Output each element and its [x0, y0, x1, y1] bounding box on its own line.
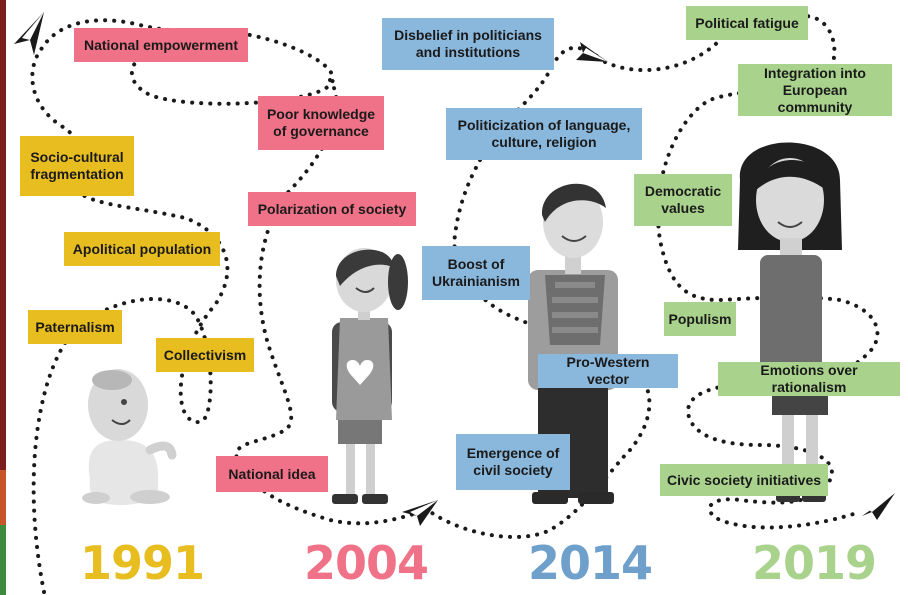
label-polarization-of-society: Polarization of society	[248, 192, 416, 226]
label-poor-knowledge-of-governance: Poor knowledge of governance	[258, 96, 384, 150]
label-democratic-values: Democratic values	[634, 174, 732, 226]
label-national-idea: National idea	[216, 456, 328, 492]
year-1991: 1991	[80, 536, 205, 590]
label-politicization-of-language: Politicization of language, culture, rel…	[446, 108, 642, 160]
label-pro-western-vector: Pro-Western vector	[538, 354, 678, 388]
left-edge-accent-top	[0, 0, 6, 470]
year-2004: 2004	[304, 536, 429, 590]
label-emergence-of-civil-society: Emergence of civil society	[456, 434, 570, 490]
year-2019: 2019	[752, 536, 877, 590]
left-edge-accent-middle	[0, 470, 6, 525]
year-2014: 2014	[528, 536, 653, 590]
woman-icon	[738, 142, 842, 502]
label-political-fatigue: Political fatigue	[686, 6, 808, 40]
label-socio-cultural-fragmentation: Socio-cultural fragmentation	[20, 136, 134, 196]
label-civic-society-initiatives: Civic society initiatives	[660, 464, 828, 496]
label-populism: Populism	[664, 302, 736, 336]
label-integration-into-european-community: Integration into European community	[738, 64, 892, 116]
label-apolitical-population: Apolitical population	[64, 232, 220, 266]
label-boost-of-ukrainianism: Boost of Ukrainianism	[422, 246, 530, 300]
label-national-empowerment: National empowerment	[74, 28, 248, 62]
girl-icon	[332, 248, 408, 504]
label-emotions-over-rationalism: Emotions over rationalism	[718, 362, 900, 396]
baby-icon	[82, 369, 177, 505]
label-paternalism: Paternalism	[28, 310, 122, 344]
label-disbelief-in-politicians: Disbelief in politicians and institution…	[382, 18, 554, 70]
label-collectivism: Collectivism	[156, 338, 254, 372]
dotted-path-2019	[603, 12, 880, 530]
left-edge-accent-bottom	[0, 525, 6, 595]
